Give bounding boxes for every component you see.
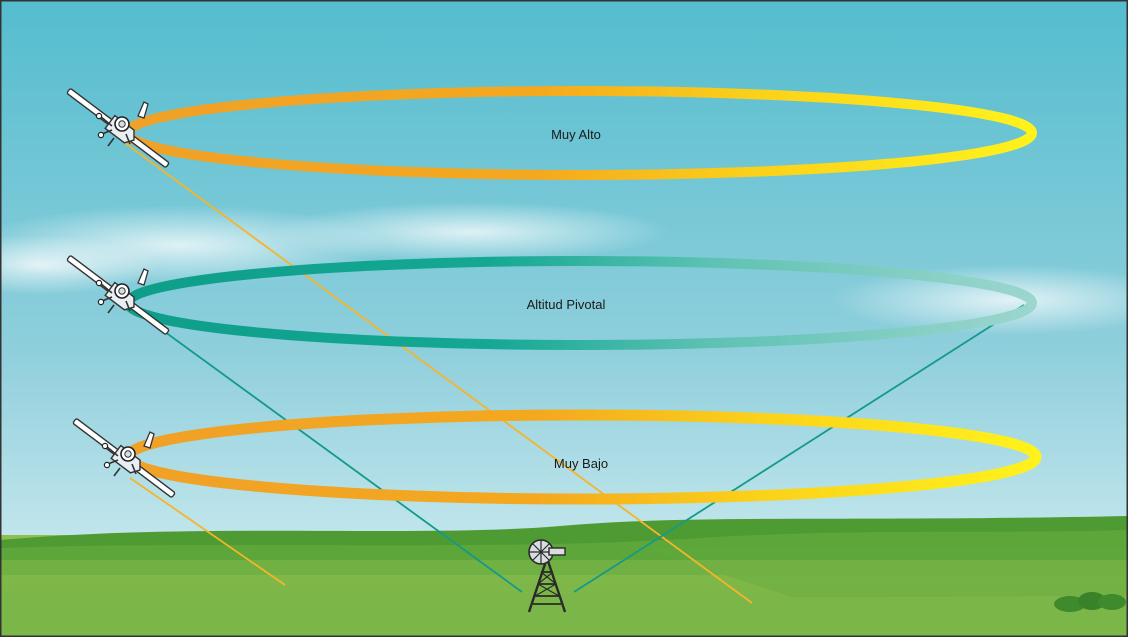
windmill-icon	[527, 539, 567, 613]
orbit-label-altitud-pivotal: Altitud Pivotal	[527, 297, 606, 312]
ground	[0, 516, 1128, 637]
orbit-label-muy-bajo: Muy Bajo	[554, 456, 608, 471]
orbit-label-muy-alto: Muy Alto	[551, 127, 601, 142]
sight-lines	[124, 142, 1025, 604]
bushes	[1054, 592, 1126, 612]
